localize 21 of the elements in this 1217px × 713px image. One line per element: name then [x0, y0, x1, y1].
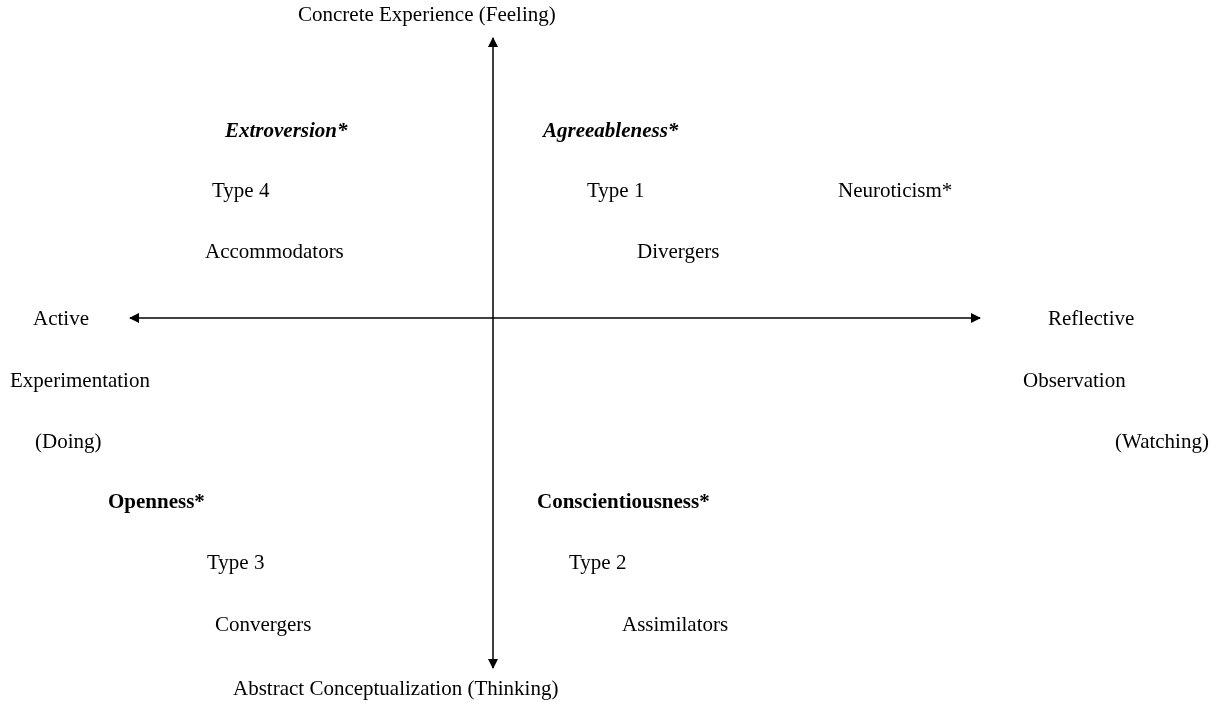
- type-label: Type 3: [207, 549, 265, 575]
- type-label: Type 1: [587, 177, 645, 203]
- dimension-heading: Conscientiousness*: [537, 488, 710, 514]
- dimension-heading: Extroversion*: [225, 117, 348, 143]
- style-label: Divergers: [637, 238, 720, 264]
- axis-label: Active: [33, 305, 89, 331]
- dimension-label: Neuroticism*: [838, 177, 953, 203]
- type-label: Type 2: [569, 549, 627, 575]
- axis-label: Experimentation: [10, 367, 150, 393]
- axis-label: (Watching): [1115, 428, 1209, 454]
- type-label: Type 4: [212, 177, 270, 203]
- axis-label: Abstract Conceptualization (Thinking): [233, 675, 559, 701]
- style-label: Accommodators: [205, 238, 344, 264]
- style-label: Convergers: [215, 611, 312, 637]
- dimension-heading: Openness*: [108, 488, 205, 514]
- dimension-heading: Agreeableness*: [543, 117, 679, 143]
- axis-label: Concrete Experience (Feeling): [298, 1, 556, 27]
- axis-label: (Doing): [35, 428, 102, 454]
- style-label: Assimilators: [622, 611, 729, 637]
- axis-label: Reflective: [1048, 305, 1135, 331]
- axis-label: Observation: [1023, 367, 1126, 393]
